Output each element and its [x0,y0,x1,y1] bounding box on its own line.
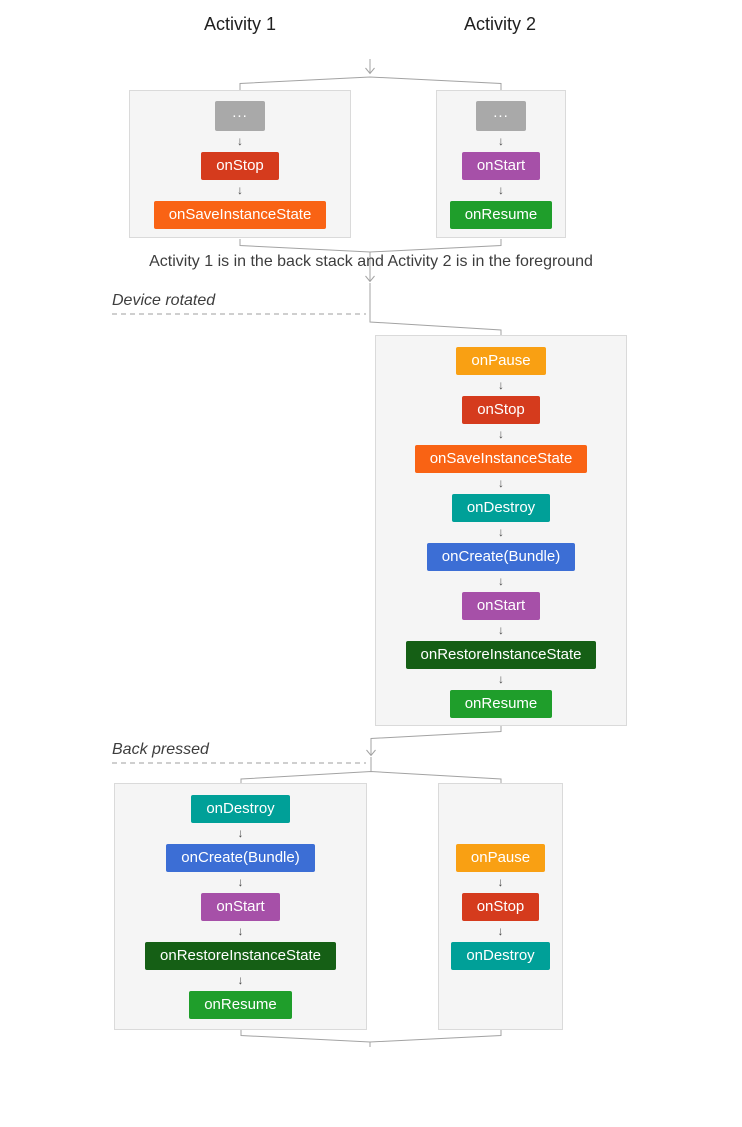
device-rotated-label: Device rotated [112,292,216,309]
lifecycle-chip-previous-state: ... [215,101,265,131]
lifecycle-chip-ondestroy: onDestroy [191,795,290,823]
lifecycle-chip-onresume: onResume [449,690,553,718]
down-arrow-icon: ↓ [498,672,504,686]
down-arrow-icon: ↓ [498,183,504,197]
down-arrow-icon: ↓ [498,525,504,539]
lifecycle-chip-onstop: onStop [462,396,540,424]
down-arrow-icon: ↓ [498,623,504,637]
lifecycle-chip-onrestoreinstancestate: onRestoreInstanceState [405,641,597,669]
lifecycle-chip-onrestoreinstancestate: onRestoreInstanceState [145,942,336,970]
down-arrow-icon: ↓ [497,923,504,938]
down-arrow-icon: ↓ [498,378,504,392]
down-arrow-icon: ↓ [237,875,244,889]
column-header-activity2: Activity 2 [463,14,537,34]
lifecycle-chip-oncreate: onCreate(Bundle) [166,844,315,872]
column-header-activity1: Activity 1 [203,14,277,34]
down-arrow-icon: ↓ [237,973,244,987]
activity2-destroyed-box: onPause ↓ onStop ↓ onDestroy [438,783,563,1030]
lifecycle-chip-onresume: onResume [189,991,292,1019]
down-arrow-icon: ↓ [498,574,504,588]
down-arrow-icon: ↓ [498,134,504,148]
lifecycle-chip-previous-state: ... [476,101,526,131]
activity2-rotation-box: onPause ↓ onStop ↓ onSaveInstanceState ↓… [375,335,627,726]
lifecycle-chip-onstop: onStop [201,152,279,180]
lifecycle-chip-onstop: onStop [461,892,540,921]
activity2-foreground-box: ... ↓ onStart ↓ onResume [436,90,566,238]
lifecycle-chip-onstart: onStart [461,592,541,620]
down-arrow-icon: ↓ [237,924,244,938]
lifecycle-chip-ondestroy: onDestroy [451,941,550,970]
down-arrow-icon: ↓ [237,183,243,197]
down-arrow-icon: ↓ [498,476,504,490]
down-arrow-icon: ↓ [497,874,504,889]
lifecycle-chip-onresume: onResume [449,201,553,229]
down-arrow-icon: ↓ [498,427,504,441]
lifecycle-chip-onstart: onStart [461,152,541,180]
lifecycle-chip-ondestroy: onDestroy [451,494,551,522]
activity1-backstack-box: ... ↓ onStop ↓ onSaveInstanceState [129,90,351,238]
lifecycle-chip-onsaveinstancestate: onSaveInstanceState [414,445,588,473]
lifecycle-chip-onpause: onPause [456,347,546,375]
down-arrow-icon: ↓ [237,134,243,148]
lifecycle-chip-onsaveinstancestate: onSaveInstanceState [153,201,327,229]
down-arrow-icon: ↓ [237,826,244,840]
lifecycle-chip-oncreate: onCreate(Bundle) [426,543,576,571]
state-caption: Activity 1 is in the back stack and Acti… [149,253,593,270]
activity1-after-back-box: onDestroy ↓ onCreate(Bundle) ↓ onStart ↓… [114,783,367,1030]
back-pressed-label: Back pressed [112,741,209,758]
lifecycle-chip-onpause: onPause [455,843,546,872]
lifecycle-chip-onstart: onStart [201,893,280,921]
